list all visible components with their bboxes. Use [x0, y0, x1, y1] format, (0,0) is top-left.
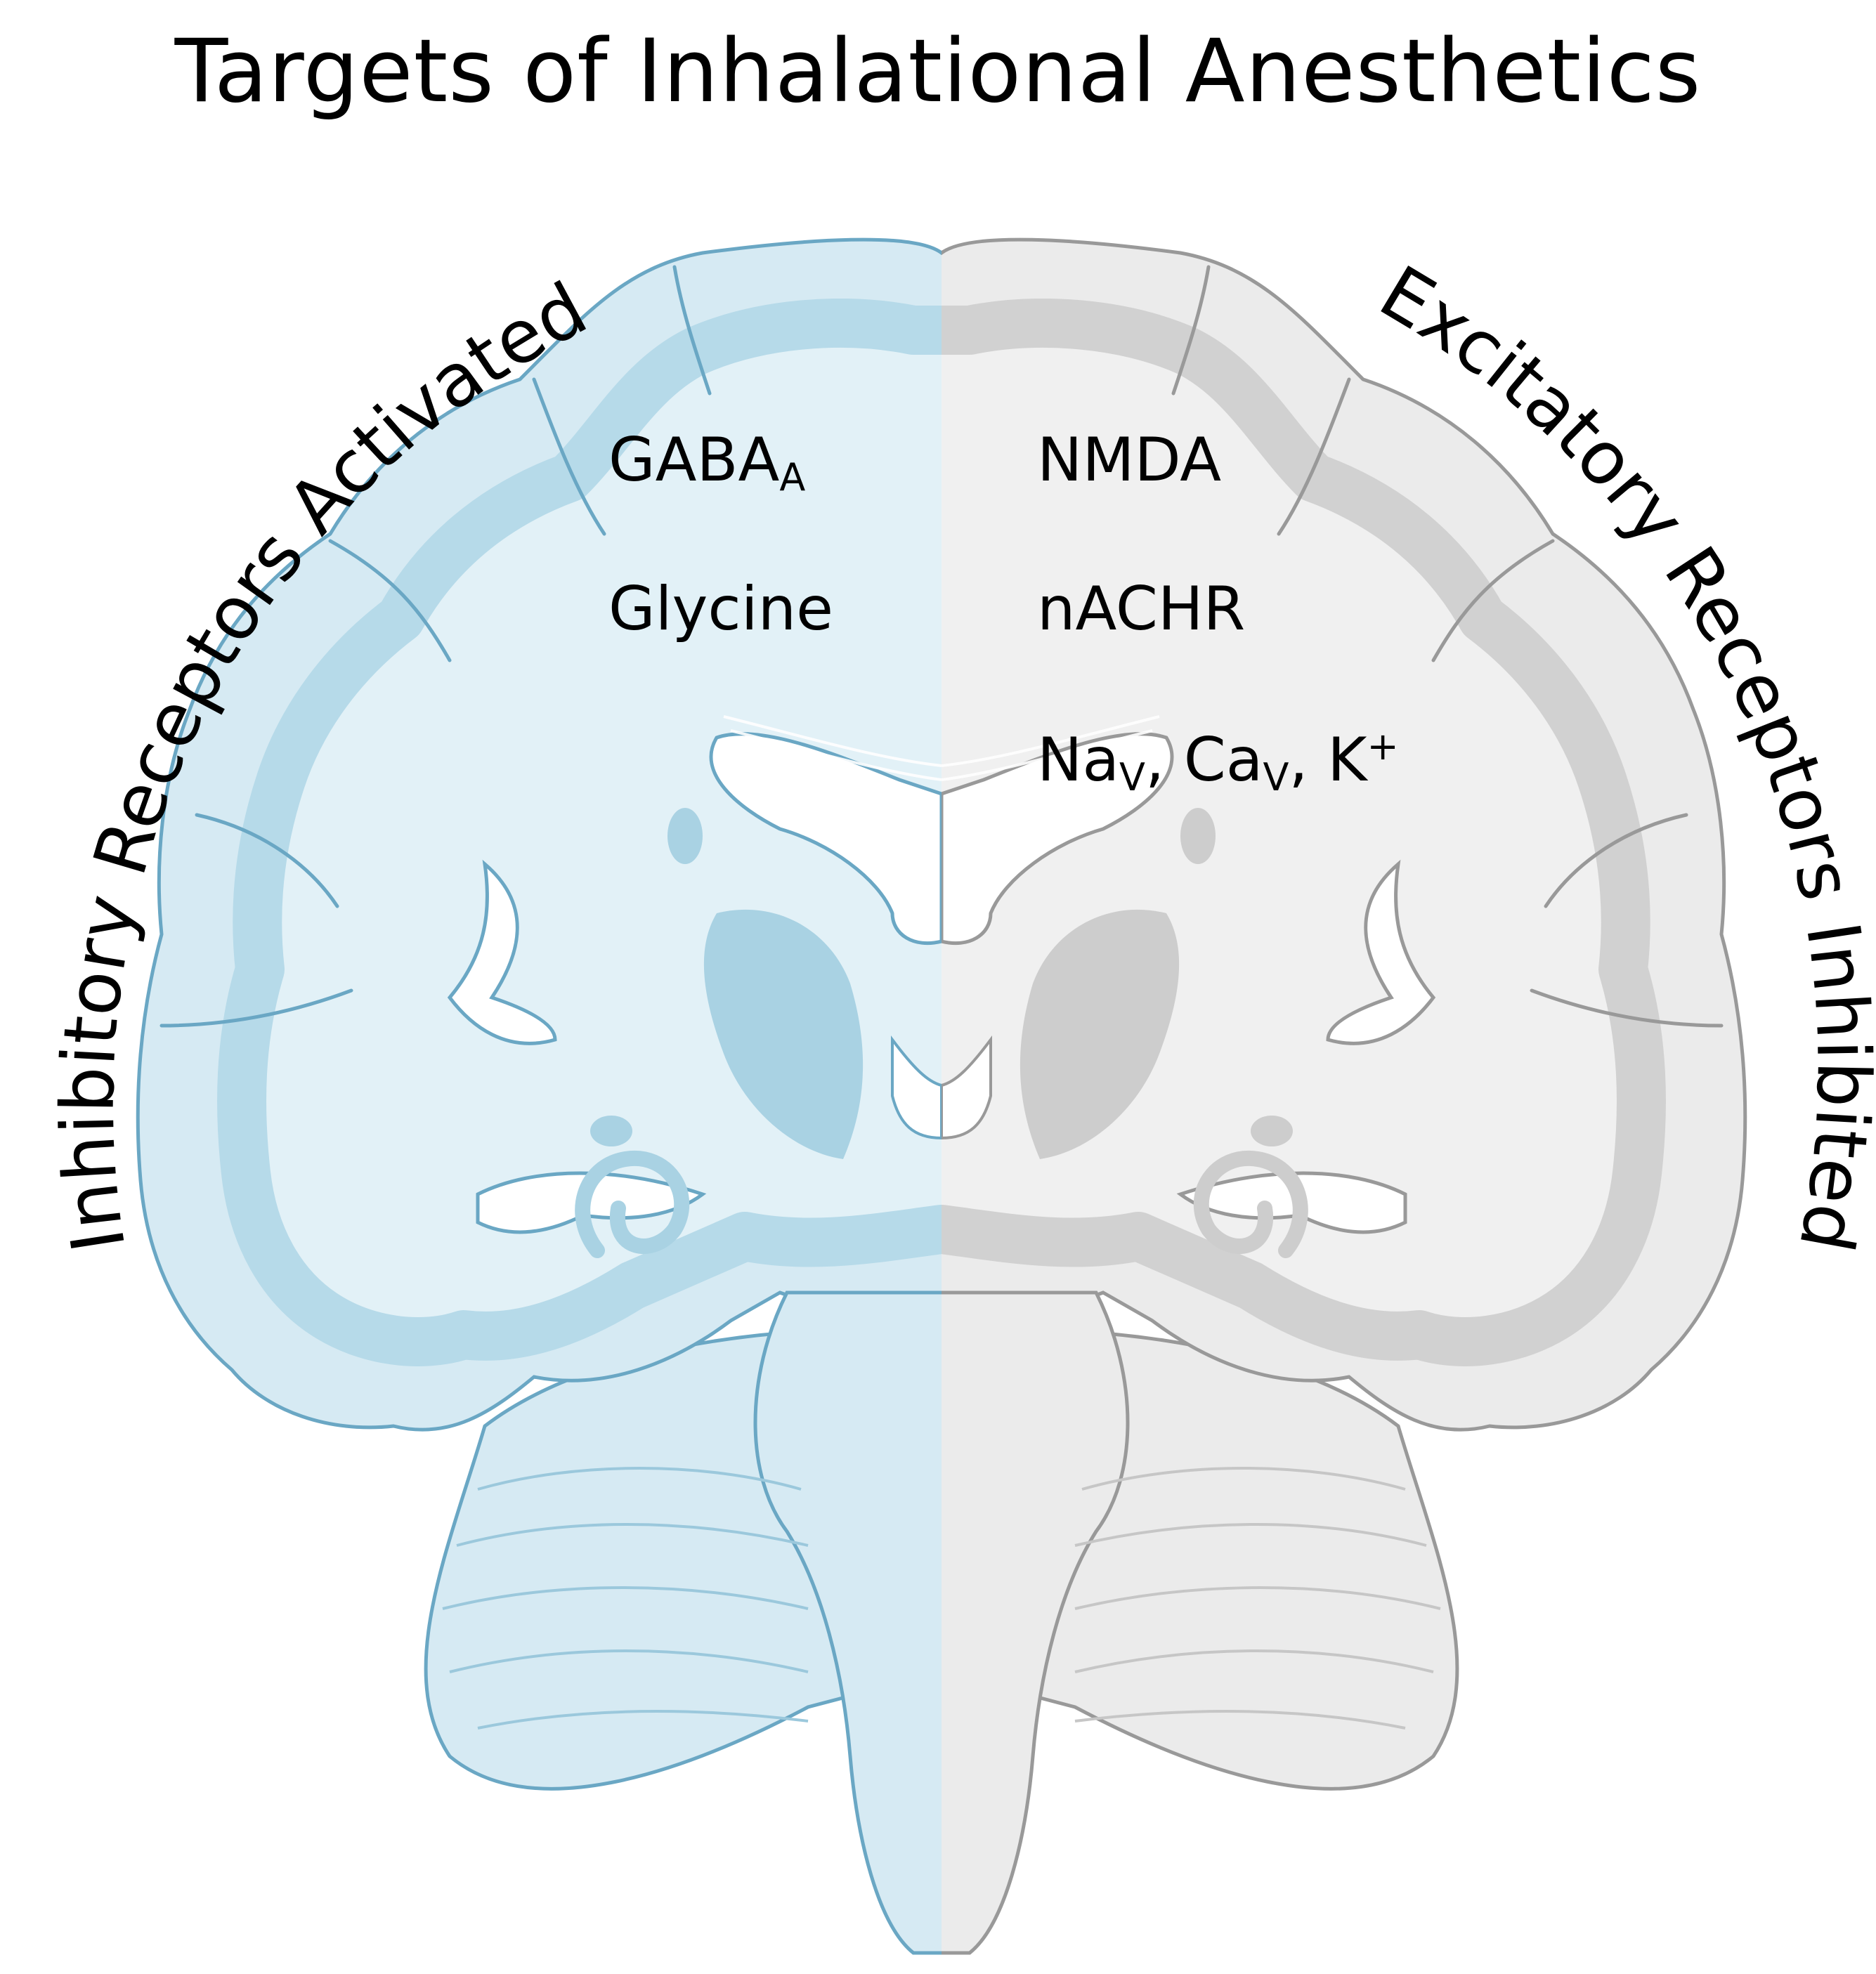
figure-title: Targets of Inhalational Anesthetics [174, 21, 1702, 122]
nmda-label: NMDA [1037, 425, 1222, 495]
left-hemisphere [138, 240, 942, 1953]
ion-channels-label: NaV, CaV, K+ [1037, 724, 1399, 799]
gaba-a-label: GABAA [608, 425, 806, 499]
nachr-label: nACHR [1037, 574, 1246, 644]
right-hemisphere [942, 240, 1745, 1953]
glycine-label: Glycine [608, 574, 834, 644]
